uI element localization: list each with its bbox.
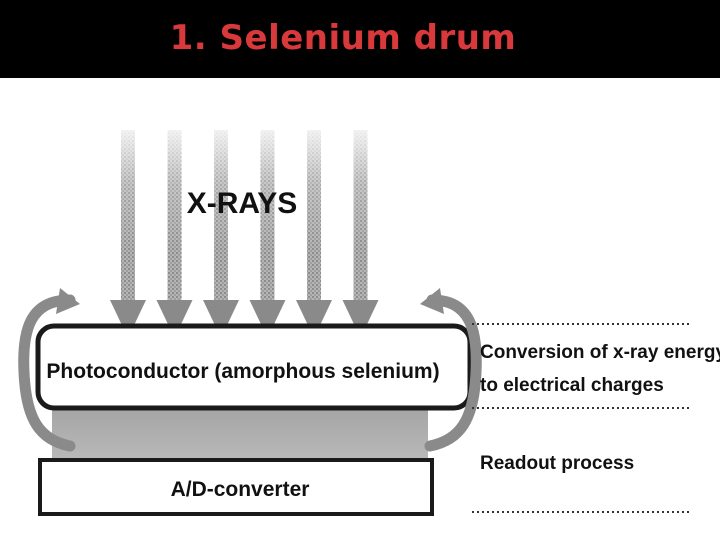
xray-arrow bbox=[203, 130, 239, 338]
xray-arrow bbox=[249, 130, 286, 338]
xray-arrow bbox=[156, 130, 193, 338]
xray-arrow bbox=[342, 130, 379, 338]
photoconductor-drum bbox=[35, 323, 473, 411]
conversion-annotation-line1: Conversion of x-ray energy bbox=[480, 342, 720, 363]
ad-converter-label: A/D-converter bbox=[171, 478, 310, 501]
xray-label: X-RAYS bbox=[187, 187, 298, 220]
dotted-separators bbox=[472, 323, 690, 513]
right-rotation-arrow-icon bbox=[420, 288, 482, 452]
conversion-annotation-line2: to electrical charges bbox=[480, 375, 664, 396]
xray-arrow bbox=[110, 130, 146, 338]
photoconductor-label: Photoconductor (amorphous selenium) bbox=[46, 360, 439, 383]
slide-title: 1. Selenium drum bbox=[169, 18, 517, 58]
xray-arrows bbox=[110, 130, 379, 338]
readout-annotation: Readout process bbox=[480, 453, 634, 474]
xray-arrow bbox=[296, 130, 332, 338]
ad-converter-box bbox=[38, 458, 434, 516]
left-rotation-arrow-icon bbox=[18, 288, 80, 452]
title-bar: 1. Selenium drum bbox=[0, 0, 720, 78]
